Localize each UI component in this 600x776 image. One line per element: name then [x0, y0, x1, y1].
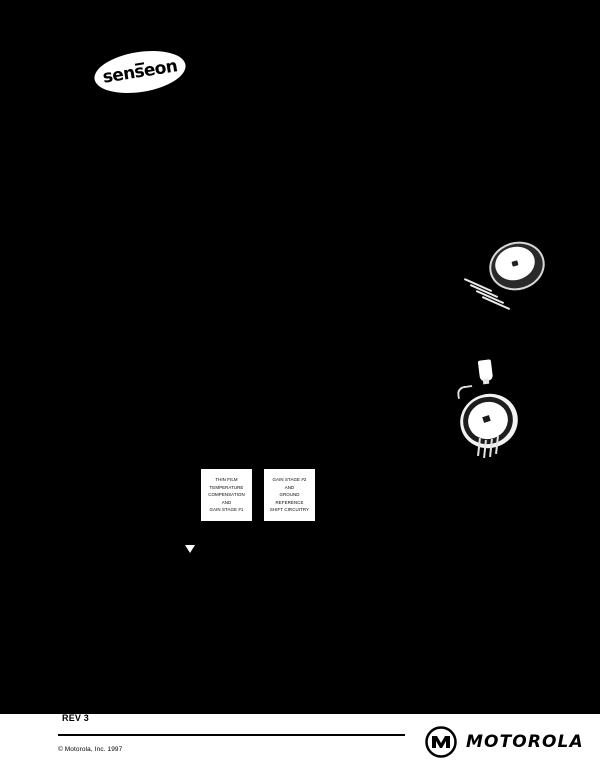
block-thin-film-temperature-compensation: THIN FILM TEMPERATURE COMPENSATION AND G…	[200, 468, 253, 522]
block-text-line: GAIN STAGE #1	[209, 507, 244, 513]
block-text-line: GAIN STAGE #2	[272, 477, 307, 483]
footer-divider	[58, 734, 405, 736]
block-text-line: AND	[221, 499, 232, 505]
senseon-logo: senseon	[91, 45, 189, 99]
block-diagram: THIN FILM TEMPERATURE COMPENSATION AND G…	[200, 468, 316, 522]
block-text-line: THIN FILM	[215, 477, 238, 483]
sensor-port-nozzle	[482, 378, 490, 385]
block-text-line: COMPENSATION	[208, 492, 245, 498]
scan-clip-overlay	[40, 708, 220, 714]
senseon-wordmark: senseon	[91, 45, 188, 99]
round-can-sensor-illustration	[455, 235, 551, 318]
motorola-logo: MOTOROLA	[425, 726, 584, 758]
motorola-batwing-icon	[425, 726, 457, 758]
page-footer: REV 3 © Motorola, Inc. 1997 MOTOROLA	[0, 708, 600, 776]
revision-label: REV 3	[62, 713, 90, 723]
sensor-pin	[483, 439, 487, 459]
block-text-line: SHIFT CIRCUITRY	[269, 507, 310, 513]
block-gain-stage-2-ground-reference: GAIN STAGE #2 AND GROUND REFERENCE SHIFT…	[263, 468, 316, 522]
scanned-page-field	[0, 0, 600, 714]
block-text-line: AND	[284, 484, 295, 490]
flow-arrow-down-icon	[185, 545, 195, 553]
sensor-clip-icon	[456, 384, 474, 400]
block-text-line: TEMPERATURE	[209, 484, 244, 490]
copyright-notice: © Motorola, Inc. 1997	[58, 746, 123, 753]
motorola-wordmark-text: MOTOROLA	[466, 731, 584, 752]
ported-sensor-illustration	[452, 352, 548, 459]
block-text-line: GROUND	[279, 492, 300, 498]
block-text-line: REFERENCE	[275, 499, 304, 505]
